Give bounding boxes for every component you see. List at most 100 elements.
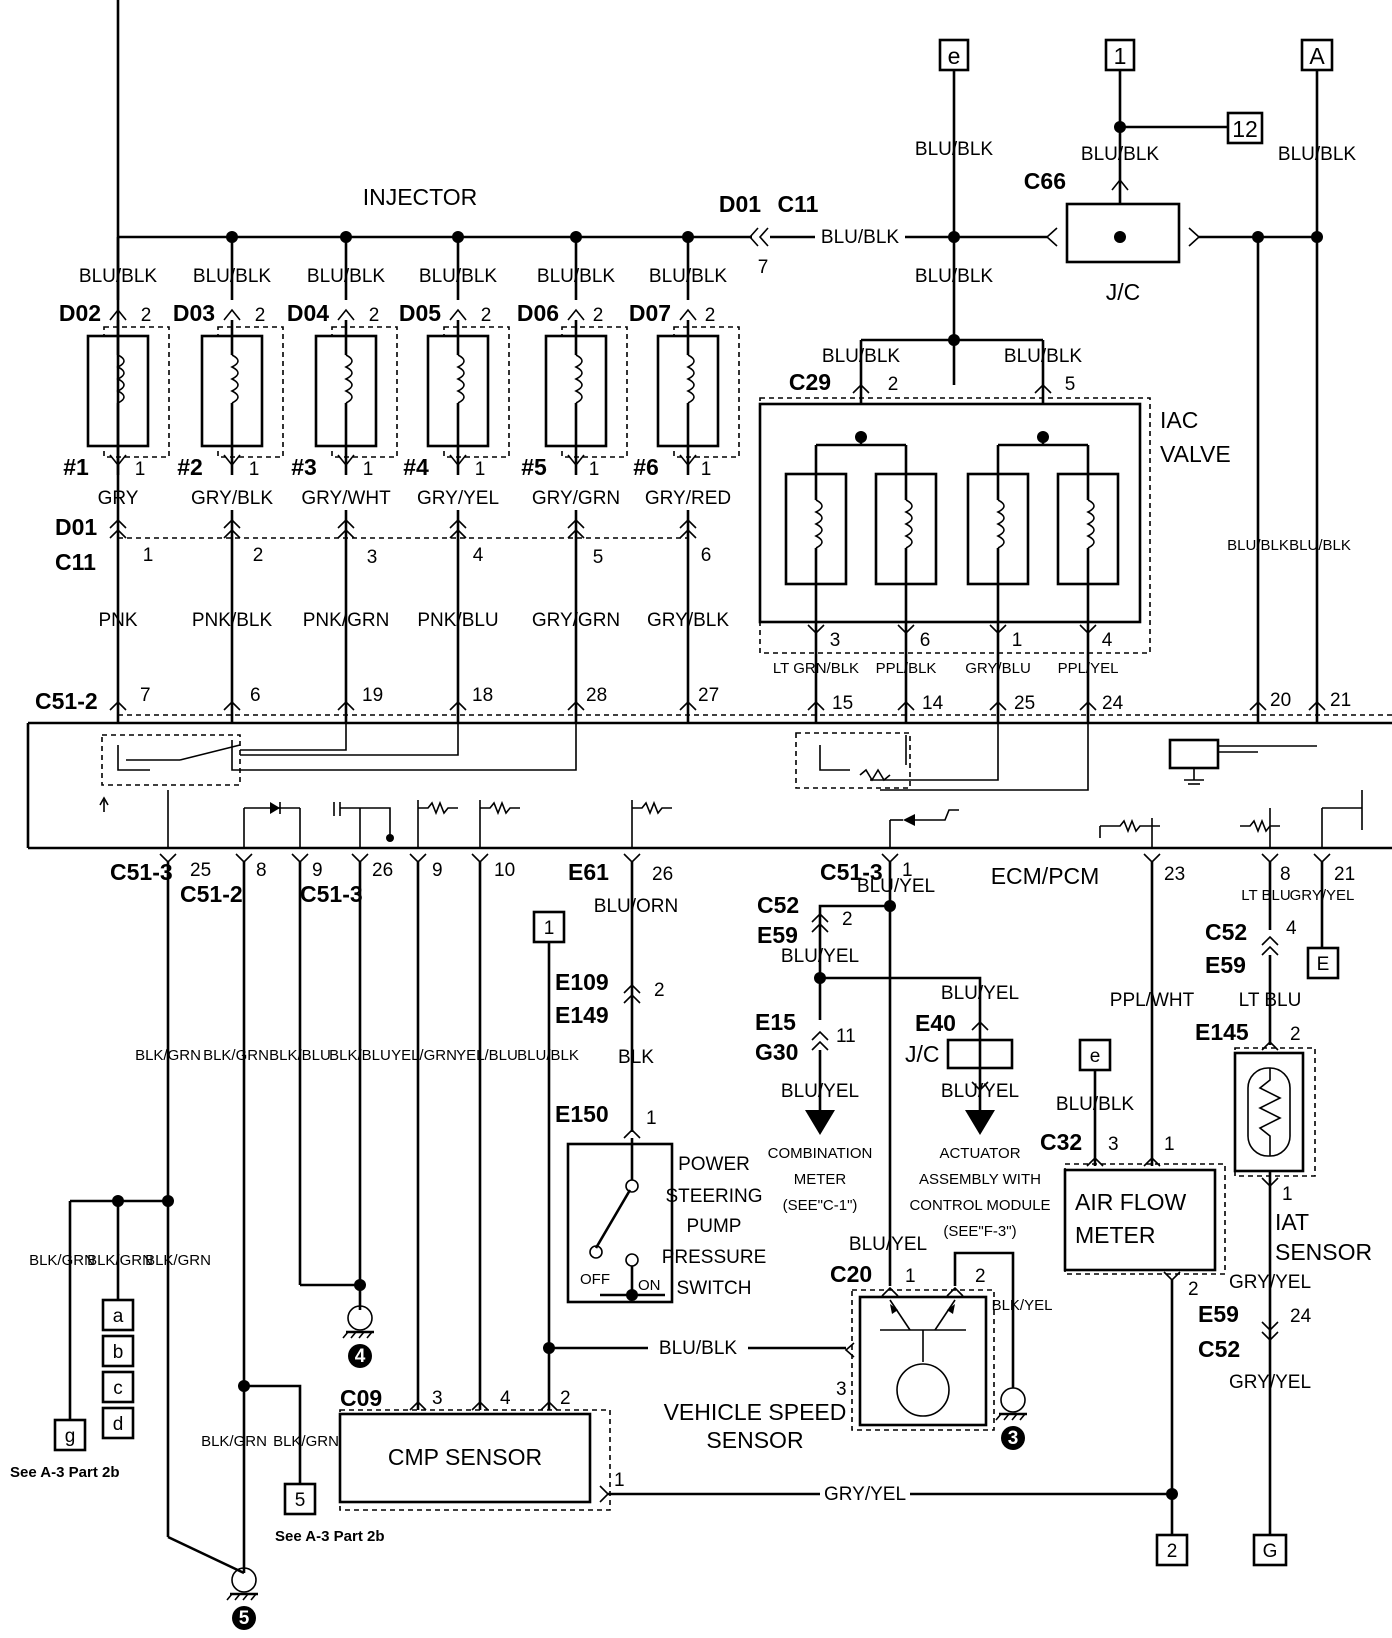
svg-text:GRY/BLK: GRY/BLK (647, 610, 729, 631)
svg-text:C51-3: C51-3 (820, 859, 883, 885)
svg-text:1: 1 (902, 860, 913, 881)
svg-text:C52: C52 (757, 892, 799, 918)
svg-text:ECM/PCM: ECM/PCM (991, 863, 1100, 889)
svg-text:5: 5 (239, 1608, 250, 1629)
svg-text:POWER: POWER (678, 1154, 750, 1175)
svg-text:b: b (113, 1342, 124, 1363)
junction-connector-c66: J/C (1045, 202, 1201, 305)
svg-text:BLU/ORN: BLU/ORN (594, 896, 678, 917)
svg-text:5: 5 (295, 1490, 306, 1511)
svg-text:C20: C20 (830, 1261, 872, 1287)
svg-text:4: 4 (1102, 630, 1113, 651)
ecm-pcm-box: ECM/PCM (26, 721, 1392, 889)
svg-text:1: 1 (1282, 1184, 1293, 1205)
svg-text:5: 5 (1065, 374, 1076, 395)
svg-text:1: 1 (614, 1470, 625, 1491)
svg-text:1: 1 (135, 459, 146, 480)
injector-5: BLU/BLK D06 2 #5 1 GRY/GRN 5 GRY/GRN 28 (517, 237, 628, 723)
air-flow-meter: AIR FLOW METER (1063, 1163, 1226, 1275)
svg-text:3: 3 (830, 630, 841, 651)
ref-box-1-top: 1 (1104, 38, 1136, 72)
svg-text:2: 2 (255, 305, 266, 326)
svg-text:SWITCH: SWITCH (677, 1278, 752, 1299)
svg-text:BLK: BLK (618, 1047, 654, 1068)
svg-text:E109: E109 (555, 969, 609, 995)
svg-text:1: 1 (1164, 1134, 1175, 1155)
svg-text:D01: D01 (55, 514, 97, 540)
svg-text:2: 2 (369, 305, 380, 326)
svg-text:VEHICLE SPEED: VEHICLE SPEED (664, 1399, 847, 1425)
svg-text:COMBINATION: COMBINATION (768, 1145, 873, 1162)
svg-text:CONTROL MODULE: CONTROL MODULE (909, 1197, 1050, 1214)
svg-text:IAC: IAC (1160, 407, 1198, 433)
iat-sensor (1233, 1047, 1316, 1177)
svg-text:BLK/GRN: BLK/GRN (29, 1252, 95, 1269)
svg-text:2: 2 (654, 980, 665, 1001)
svg-text:BLK/GRN: BLK/GRN (201, 1433, 267, 1450)
svg-text:E150: E150 (555, 1101, 609, 1127)
svg-text:(SEE"F-3"): (SEE"F-3") (943, 1223, 1016, 1240)
svg-text:26: 26 (652, 864, 673, 885)
svg-text:E61: E61 (568, 859, 609, 885)
svg-text:25: 25 (1014, 693, 1035, 714)
svg-text:BLU/BLK: BLU/BLK (649, 266, 727, 287)
svg-text:15: 15 (832, 693, 853, 714)
svg-text:4: 4 (355, 1346, 366, 1367)
svg-text:e: e (948, 43, 961, 69)
svg-text:#1: #1 (63, 454, 89, 480)
svg-text:23: 23 (1164, 864, 1185, 885)
svg-text:BLK/BLU: BLK/BLU (329, 1047, 391, 1064)
ref-box-1-mid: 1 (532, 910, 566, 944)
svg-text:SENSOR: SENSOR (1275, 1239, 1372, 1265)
svg-text:BLK/GRN: BLK/GRN (145, 1252, 211, 1269)
ground-4: 4 (342, 1305, 374, 1368)
svg-text:14: 14 (922, 693, 944, 714)
svg-text:D05: D05 (399, 300, 441, 326)
svg-text:1: 1 (143, 545, 154, 566)
svg-text:g: g (65, 1426, 76, 1447)
svg-text:BLK/GRN: BLK/GRN (273, 1433, 339, 1450)
svg-text:c: c (113, 1378, 123, 1399)
svg-text:2: 2 (253, 545, 264, 566)
svg-text:C51-3: C51-3 (300, 881, 363, 907)
svg-text:D06: D06 (517, 300, 559, 326)
svg-text:PPL/YEL: PPL/YEL (1058, 660, 1119, 677)
svg-text:2: 2 (481, 305, 492, 326)
svg-text:d: d (113, 1414, 124, 1435)
svg-text:BLU/BLK: BLU/BLK (915, 139, 993, 160)
svg-text:#4: #4 (403, 454, 429, 480)
svg-text:8: 8 (256, 860, 267, 881)
svg-text:27: 27 (698, 685, 719, 706)
svg-text:GRY/GRN: GRY/GRN (532, 610, 620, 631)
svg-text:C11: C11 (55, 549, 96, 575)
svg-text:3: 3 (432, 1388, 443, 1409)
svg-text:1: 1 (905, 1266, 916, 1287)
svg-text:1: 1 (1114, 43, 1127, 69)
svg-text:PNK/GRN: PNK/GRN (303, 610, 390, 631)
svg-text:BLK/GRN: BLK/GRN (203, 1047, 269, 1064)
svg-text:BLU/BLK: BLU/BLK (193, 266, 271, 287)
svg-text:YEL/GRN: YEL/GRN (391, 1047, 457, 1064)
svg-text:GRY/BLU: GRY/BLU (965, 660, 1031, 677)
ref-box-g: g (53, 1418, 87, 1452)
svg-text:1: 1 (1012, 630, 1023, 651)
svg-text:C51-2: C51-2 (35, 688, 98, 714)
svg-text:PUMP: PUMP (687, 1216, 742, 1237)
svg-text:21: 21 (1334, 864, 1355, 885)
svg-text:G30: G30 (755, 1039, 798, 1065)
svg-text:A: A (1309, 43, 1325, 69)
svg-text:BLU/BLK: BLU/BLK (307, 266, 385, 287)
svg-text:BLU/YEL: BLU/YEL (781, 1081, 859, 1102)
svg-text:BLU/BLK: BLU/BLK (1227, 537, 1289, 554)
svg-text:2: 2 (1290, 1024, 1301, 1045)
svg-text:PPL/BLK: PPL/BLK (876, 660, 937, 677)
svg-text:D02: D02 (59, 300, 101, 326)
svg-text:STEERING: STEERING (665, 1186, 762, 1207)
svg-text:C29: C29 (789, 369, 831, 395)
svg-text:PRESSURE: PRESSURE (662, 1247, 767, 1268)
svg-text:INJECTOR: INJECTOR (363, 184, 478, 210)
cmp-sensor: CMP SENSOR C09 3 4 2 1 (338, 1385, 625, 1511)
ref-box-c: c (101, 1370, 135, 1404)
svg-text:BLU/BLK: BLU/BLK (821, 227, 899, 248)
ref-box-a: a (101, 1298, 135, 1332)
